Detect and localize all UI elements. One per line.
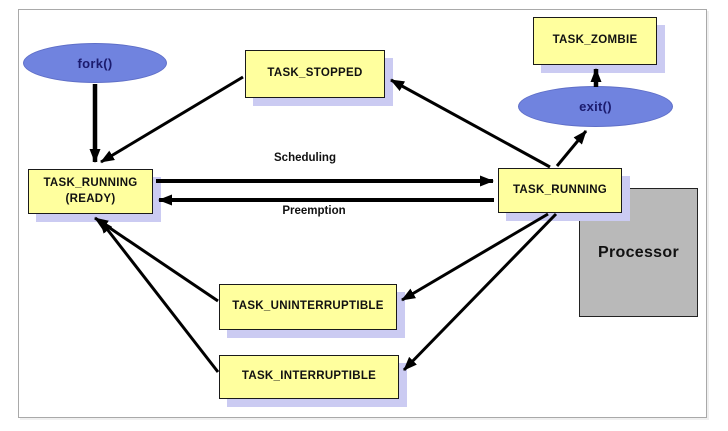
- task-uninterruptible-label: TASK_UNINTERRUPTIBLE: [232, 300, 384, 313]
- scheduling-edge-label: Scheduling: [274, 152, 336, 164]
- diagram-frame: [18, 9, 707, 418]
- task-interruptible-label: TASK_INTERRUPTIBLE: [241, 370, 377, 383]
- fork-node: fork(): [23, 43, 167, 83]
- task-running-ready-node: TASK_RUNNING (READY): [28, 169, 153, 214]
- processor-label: Processor: [598, 243, 679, 261]
- task-zombie-node: TASK_ZOMBIE: [533, 17, 657, 65]
- task-running-ready-label-line2: (READY): [65, 192, 116, 205]
- task-zombie-label: TASK_ZOMBIE: [552, 34, 638, 47]
- task-interruptible-node: TASK_INTERRUPTIBLE: [219, 355, 399, 399]
- fork-label: fork(): [77, 55, 113, 71]
- task-stopped-label: TASK_STOPPED: [267, 67, 363, 80]
- task-uninterruptible-node: TASK_UNINTERRUPTIBLE: [219, 284, 397, 330]
- preemption-edge-label: Preemption: [282, 205, 346, 217]
- task-stopped-node: TASK_STOPPED: [245, 50, 385, 98]
- task-running-node: TASK_RUNNING: [498, 168, 622, 213]
- exit-node: exit(): [518, 86, 673, 127]
- task-running-label: TASK_RUNNING: [512, 183, 608, 196]
- processor-node: Processor: [579, 188, 698, 317]
- task-running-ready-label-line1: TASK_RUNNING: [43, 176, 138, 189]
- exit-label: exit(): [579, 99, 612, 114]
